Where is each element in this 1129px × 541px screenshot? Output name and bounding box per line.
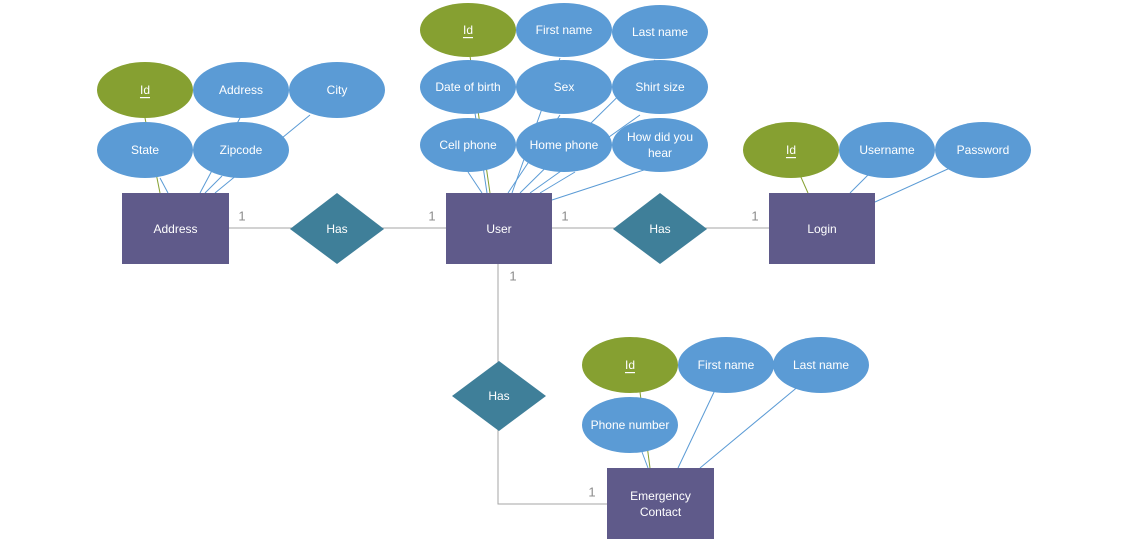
- card-user-side-right: 1: [561, 209, 568, 224]
- entity-address-box: [122, 193, 229, 264]
- attr-address-zipcode: [193, 122, 289, 178]
- relationship-user-login: Has: [613, 193, 707, 264]
- attr-login-id: [743, 122, 839, 178]
- rel-user-login-diamond: [613, 193, 707, 264]
- card-address-side: 1: [238, 209, 245, 224]
- attr-login-username-label: Username: [859, 143, 915, 157]
- entity-address-label: Address: [153, 222, 197, 236]
- attr-user-dob: [420, 60, 516, 114]
- entity-user: User: [446, 193, 552, 264]
- rel-address-user-diamond: [290, 193, 384, 264]
- rel-address-user-label: Has: [326, 222, 347, 236]
- user-attributes: Id First name Last name Date of birth Se…: [420, 3, 708, 172]
- attr-emergency-phone-number-label: Phone number: [591, 418, 670, 432]
- rel-user-emergency-diamond: [452, 361, 546, 431]
- attr-login-password-label: Password: [957, 143, 1010, 157]
- attr-emergency-last-name: [773, 337, 869, 393]
- attr-emergency-last-name-label: Last name: [793, 358, 849, 372]
- card-user-side-bottom: 1: [509, 269, 516, 284]
- rel-user-login-label: Has: [649, 222, 670, 236]
- attr-address-state-label: State: [131, 143, 159, 157]
- attr-emergency-id: [582, 337, 678, 393]
- cardinality-labels: 1 1 1 1 1 1: [238, 209, 758, 500]
- login-attributes: Id Username Password: [743, 122, 1031, 178]
- entity-address: Address: [122, 193, 229, 264]
- attr-user-first-name-label: First name: [536, 23, 593, 37]
- attr-user-dob-label: Date of birth: [435, 80, 500, 94]
- attr-emergency-phone-number: [582, 397, 678, 453]
- address-attributes: Id Address City State Zipcode: [97, 62, 385, 178]
- attr-login-password: [935, 122, 1031, 178]
- attr-user-shirt-size: [612, 60, 708, 114]
- relationship-address-user: Has: [290, 193, 384, 264]
- entity-login: Login: [769, 193, 875, 264]
- attr-address-id-label: Id: [140, 83, 150, 97]
- attr-address-id: [97, 62, 193, 118]
- entity-emergency-contact: Emergency Contact: [607, 468, 714, 539]
- attr-user-sex-label: Sex: [554, 80, 575, 94]
- card-emergency-side: 1: [588, 485, 595, 500]
- attr-user-shirt-size-label: Shirt size: [635, 80, 685, 94]
- attr-address-city: [289, 62, 385, 118]
- attr-user-first-name: [516, 3, 612, 57]
- entity-user-label: User: [486, 222, 511, 236]
- attr-user-cell-phone: [420, 118, 516, 172]
- attr-user-how-did-you-hear: [612, 118, 708, 172]
- attr-emergency-first-name: [678, 337, 774, 393]
- entity-emergency-label-line2: Contact: [640, 505, 682, 519]
- attr-user-home-phone: [516, 118, 612, 172]
- entity-login-box: [769, 193, 875, 264]
- entity-login-label: Login: [807, 222, 836, 236]
- entity-user-box: [446, 193, 552, 264]
- attr-address-state: [97, 122, 193, 178]
- entity-emergency-label-line1: Emergency: [630, 489, 691, 503]
- attr-address-city-label: City: [327, 83, 348, 97]
- attr-emergency-first-name-label: First name: [698, 358, 755, 372]
- attr-address-zipcode-label: Zipcode: [220, 143, 263, 157]
- attr-address-address-label: Address: [219, 83, 263, 97]
- attr-emergency-id-label: Id: [625, 358, 635, 372]
- attr-login-username: [839, 122, 935, 178]
- entity-emergency-contact-box: [607, 468, 714, 539]
- relationship-user-emergency: Has: [452, 361, 546, 431]
- attr-user-last-name-label: Last name: [632, 25, 688, 39]
- attr-user-home-phone-label: Home phone: [530, 138, 599, 152]
- emergency-attributes: Id First name Last name Phone number: [582, 337, 869, 453]
- rel-user-emergency-label: Has: [488, 389, 509, 403]
- card-login-side: 1: [751, 209, 758, 224]
- attr-login-id-label: Id: [786, 143, 796, 157]
- attr-user-last-name: [612, 5, 708, 59]
- card-user-side-left: 1: [428, 209, 435, 224]
- attr-address-address: [193, 62, 289, 118]
- attr-user-sex: [516, 60, 612, 114]
- attr-user-id: [420, 3, 516, 57]
- attr-user-id-label: Id: [463, 23, 473, 37]
- user-emergency-line: [497, 264, 607, 505]
- attr-user-hear-label-line2: hear: [648, 146, 672, 160]
- attr-user-hear-label-line1: How did you: [627, 130, 693, 144]
- attr-user-cell-phone-label: Cell phone: [439, 138, 497, 152]
